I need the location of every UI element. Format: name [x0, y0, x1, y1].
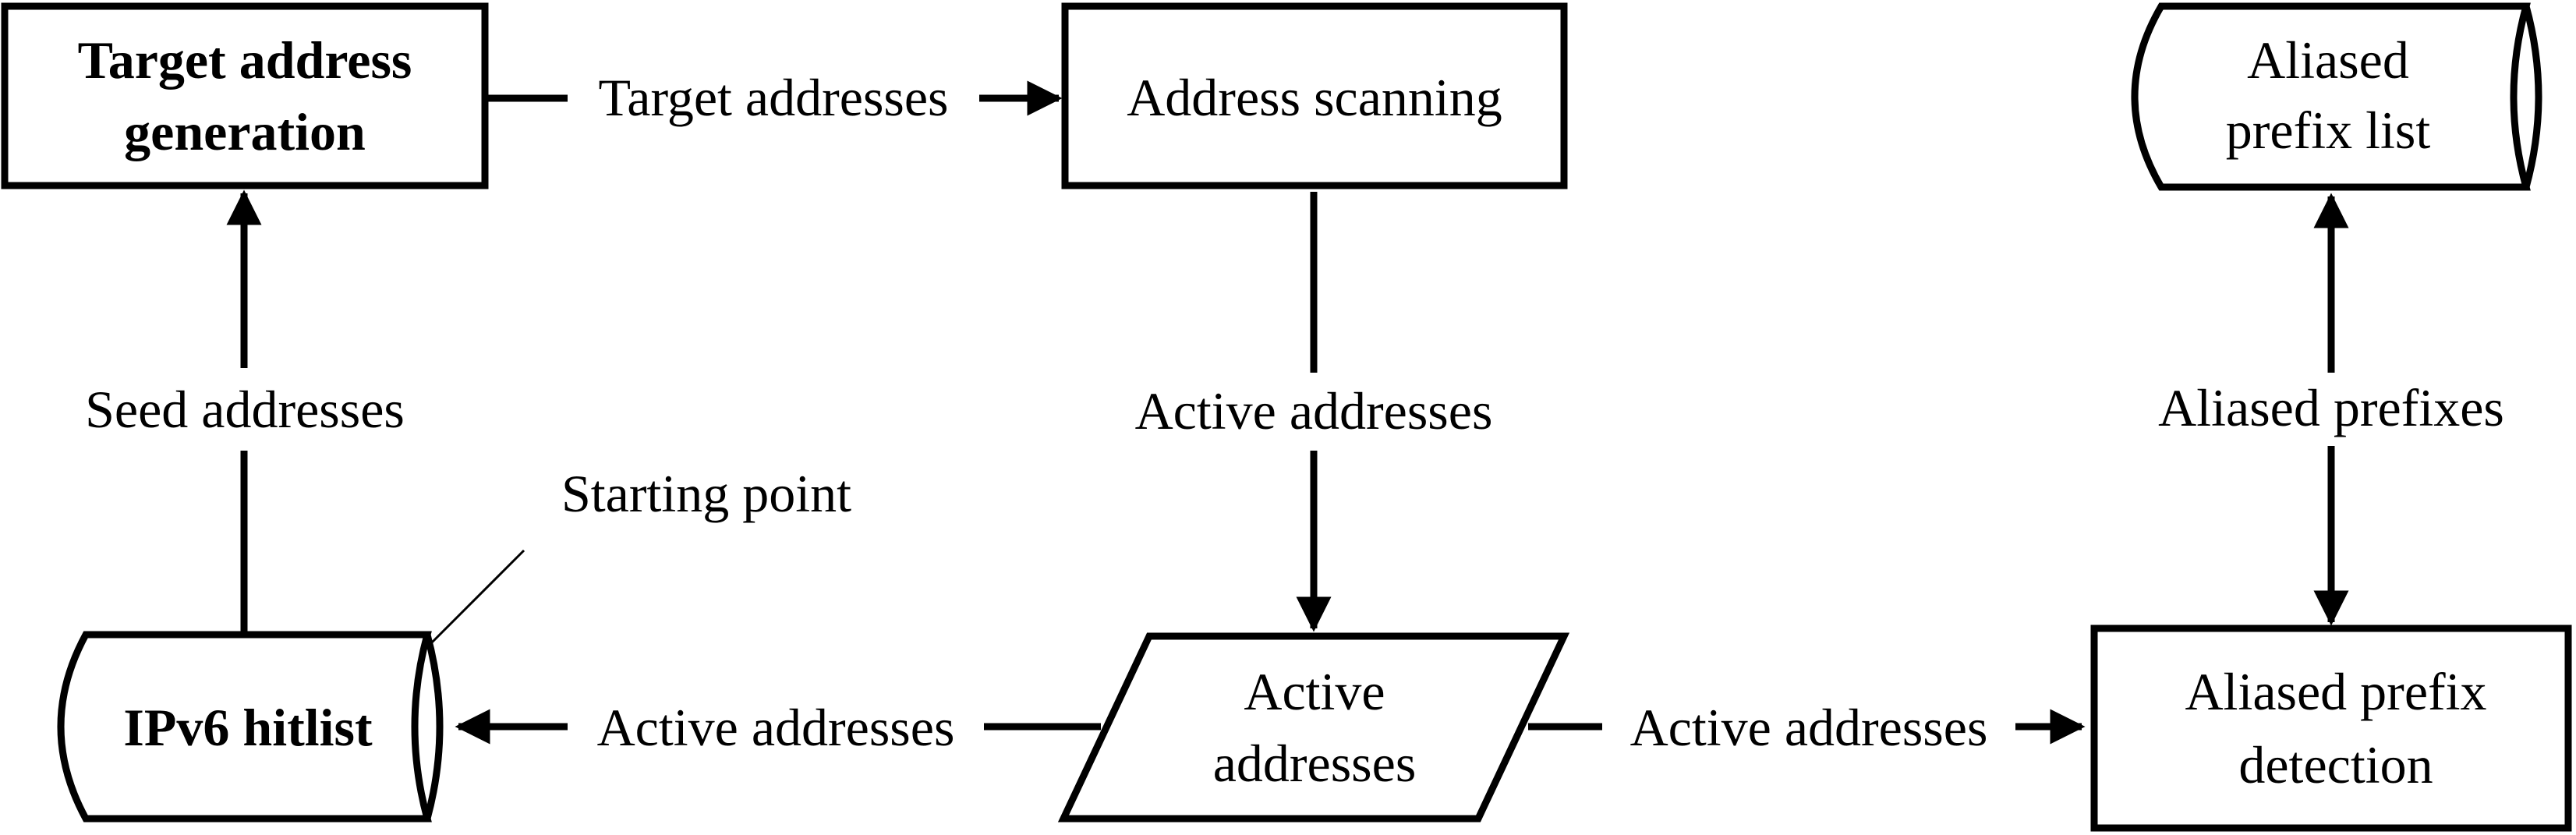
node-aliased-prefix-list-line1: Aliased [2247, 30, 2409, 90]
node-aliased-prefix-list: Aliased prefix list [2131, 2, 2542, 191]
node-active-addresses: Active addresses [1057, 632, 1570, 823]
node-target-generation-line1: Target address [78, 30, 412, 90]
node-ipv6-hitlist-label: IPv6 hitlist [123, 698, 373, 757]
node-aliased-prefix-detection-line2: detection [2238, 735, 2433, 794]
node-aliased-prefix-list-line2: prefix list [2226, 101, 2431, 160]
edge-labels: Target addresses Seed addresses Active a… [85, 68, 2504, 757]
node-target-generation-line2: generation [124, 102, 366, 161]
node-target-generation: Target address generation [1, 2, 489, 189]
node-ipv6-hitlist: IPv6 hitlist [57, 631, 444, 823]
edge-label-active-to-hitlist: Active addresses [597, 698, 955, 757]
edge-label-seed-addresses: Seed addresses [85, 380, 405, 439]
edge-label-active-to-detection: Active addresses [1630, 698, 1988, 757]
starting-point-pointer [427, 549, 525, 647]
edge-label-aliased-prefixes: Aliased prefixes [2158, 378, 2504, 437]
annotation-starting-point: Starting point [561, 464, 851, 523]
edges [226, 80, 2349, 745]
edge-label-target-addresses: Target addresses [598, 68, 948, 127]
node-aliased-prefix-detection: Aliased prefix detection [2090, 624, 2572, 832]
edge-label-active-from-scanning: Active addresses [1135, 381, 1493, 440]
node-active-addresses-line2: addresses [1213, 734, 1417, 793]
node-address-scanning-label: Address scanning [1127, 68, 1502, 127]
node-aliased-prefix-detection-line1: Aliased prefix [2185, 662, 2486, 721]
node-active-addresses-line1: Active [1244, 662, 1385, 721]
node-address-scanning: Address scanning [1061, 2, 1568, 189]
